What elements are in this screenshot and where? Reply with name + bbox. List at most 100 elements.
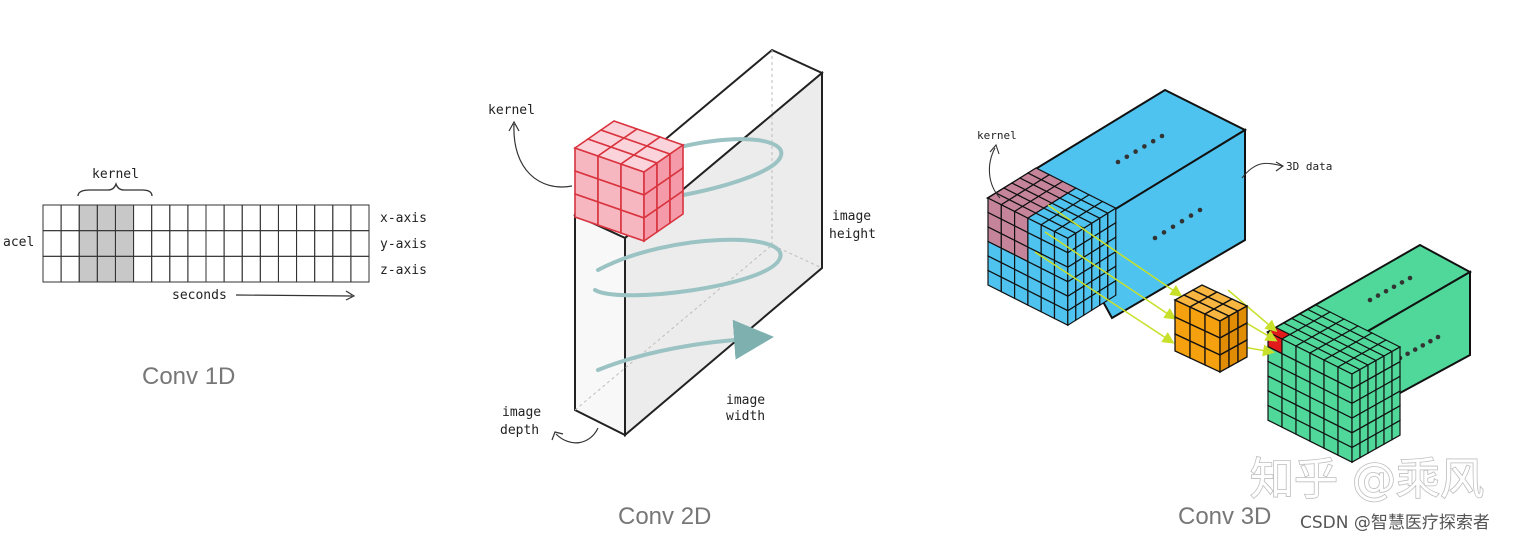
conv1d-cell: [296, 230, 316, 257]
conv3d-output-dot: [1420, 343, 1426, 348]
conv1d-time-label: seconds: [172, 288, 227, 303]
conv1d-cell: [259, 255, 279, 283]
conv2d-width-label-1: image: [726, 393, 765, 408]
conv1d-cell: [133, 230, 153, 257]
conv1d-caption: Conv 1D: [142, 363, 235, 390]
conv3d-input-dot: [1124, 154, 1130, 160]
conv1d-cell: [205, 204, 225, 232]
conv1d-cell: [151, 204, 171, 232]
conv1d-cell: [151, 255, 171, 283]
conv3d-input-dot: [1161, 230, 1167, 235]
conv3d-output-dot: [1391, 284, 1397, 290]
conv3d-kernel-pointer: [988, 143, 1001, 199]
conv1d-cell: [133, 204, 153, 232]
conv3d-input-dot: [1159, 133, 1165, 139]
conv2d-height-label-2: height: [829, 227, 876, 242]
conv1d-axis-label-z: z-axis: [380, 263, 427, 278]
conv1d-cell: [314, 230, 334, 257]
csdn-watermark: CSDN @智慧医疗探索者: [1300, 513, 1490, 533]
conv2d-depth-pointer: [551, 427, 599, 444]
conv1d-cell: [223, 204, 243, 232]
conv1d-cell: [314, 255, 334, 283]
conv1d-panel: kernel acel x-axis y-axis z-axis seconds…: [3, 167, 427, 390]
conv1d-time-arrow: [235, 290, 356, 301]
conv3d-input-dot: [1115, 159, 1121, 165]
conv1d-cell: [187, 255, 207, 283]
conv3d-input-dot: [1142, 144, 1147, 149]
conv3d-output-dot: [1428, 338, 1433, 344]
conv1d-kernel-window: [79, 205, 134, 282]
conv1d-cell: [241, 230, 261, 257]
conv1d-cell: [60, 204, 80, 232]
conv1d-cell: [259, 204, 279, 232]
conv1d-cell: [350, 230, 370, 257]
conv1d-cell: [277, 204, 298, 232]
conv3d-projection-arrows: [1034, 204, 1278, 357]
conv2d-height-label-1: image: [832, 209, 871, 224]
conv3d-kernel-side-cell: [1237, 338, 1248, 364]
conv3d-kernel-label: kernel: [977, 129, 1017, 142]
conv1d-cell: [241, 255, 261, 283]
conv1d-cell: [296, 204, 316, 232]
conv3d-output-dot: [1375, 293, 1381, 298]
conv1d-cell: [350, 255, 370, 283]
conv1d-cell: [60, 255, 80, 283]
conv1d-cell: [60, 230, 80, 257]
conv1d-cell: [332, 230, 352, 257]
conv2d-width-label-2: width: [726, 409, 765, 424]
conv1d-cell: [332, 255, 352, 283]
conv3d-input-dot: [1170, 224, 1176, 230]
conv1d-cell: [277, 230, 298, 257]
conv3d-data-label: 3D data: [1286, 160, 1332, 173]
conv3d-caption: Conv 3D: [1178, 503, 1271, 530]
conv1d-cell: [151, 230, 171, 257]
conv1d-cell: [259, 230, 279, 257]
conv2d-kernel-label: kernel: [488, 103, 535, 118]
conv2d-kernel-side-cell: [669, 189, 684, 225]
conv1d-cell: [223, 255, 243, 283]
conv3d-output-dot: [1412, 347, 1418, 352]
conv1d-cell: [223, 230, 243, 257]
conv1d-cell: [169, 204, 189, 232]
conv2d-caption: Conv 2D: [618, 503, 711, 530]
conv1d-cell: [332, 204, 352, 232]
conv3d-input-dot: [1150, 138, 1156, 144]
conv1d-cell: [42, 204, 62, 232]
conv1d-cell: [296, 255, 316, 283]
conv1d-cell: [169, 230, 189, 257]
conv1d-cell: [42, 230, 62, 257]
conv1d-cell: [314, 204, 334, 232]
conv1d-row-label: acel: [3, 235, 34, 250]
conv3d-output-side-cell: [1391, 419, 1401, 441]
conv3d-input-side-cell: [1107, 279, 1117, 302]
conv2d-panel: kernel image height image width image de…: [488, 48, 876, 530]
conv3d-panel: kernel 3D data Conv 3D: [977, 88, 1473, 530]
conv1d-kernel-brace: [77, 181, 153, 197]
conv1d-kernel-label: kernel: [92, 167, 139, 182]
conv1d-cell: [187, 204, 207, 232]
conv3d-input-dot: [1133, 149, 1138, 154]
conv3d-data-pointer: [1241, 161, 1285, 179]
conv3d-input-dot: [1188, 213, 1194, 218]
conv3d-input-dot: [1152, 235, 1158, 241]
conv3d-output-grid: [1266, 304, 1402, 464]
conv2d-volume-front: [574, 213, 626, 437]
conv1d-cell: [350, 204, 370, 232]
conv1d-grid: [42, 204, 370, 283]
conv3d-output-dot: [1407, 275, 1413, 281]
conv2d-depth-label-1: image: [502, 405, 541, 420]
conv1d-cell: [277, 255, 298, 283]
conv3d-output-dot: [1383, 288, 1389, 294]
conv2d-depth-label-2: depth: [500, 423, 539, 438]
conv3d-input-dot: [1197, 207, 1203, 213]
conv1d-cell: [205, 255, 225, 283]
conv3d-output-dot: [1435, 334, 1441, 340]
conv1d-cell: [241, 204, 261, 232]
conv1d-cell: [42, 255, 62, 283]
conv1d-cell: [133, 255, 153, 283]
conv3d-output-dot: [1399, 280, 1405, 285]
conv1d-axis-label-y: y-axis: [380, 237, 427, 252]
conv3d-output-dots: [1367, 275, 1441, 361]
conv3d-input-dot: [1179, 218, 1185, 224]
conv2d-kernel-pointer: [508, 120, 573, 188]
